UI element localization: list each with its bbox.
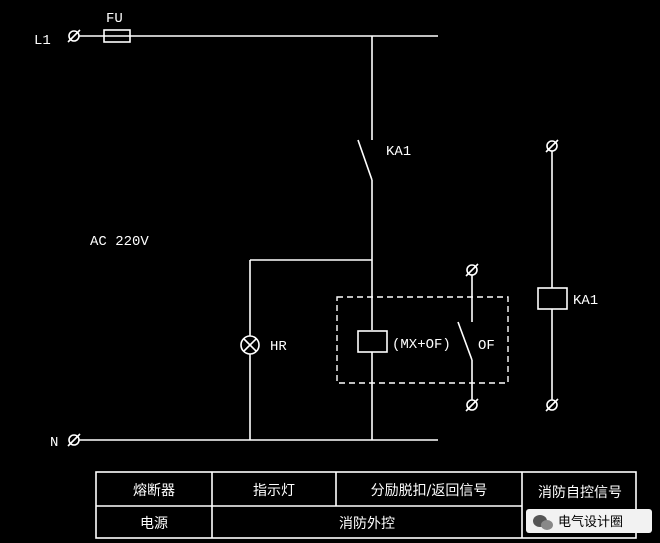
table-cell-fire-external: 消防外控 xyxy=(339,516,395,532)
watermark-text: 电气设计圈 xyxy=(558,514,623,530)
watermark: 电气设计圈 xyxy=(526,509,652,533)
fu-label: FU xyxy=(106,11,123,27)
breaker-enclosure xyxy=(336,296,509,384)
lamp-icon xyxy=(240,335,260,355)
of-terminal-top xyxy=(465,263,479,277)
ka1-contact xyxy=(357,139,373,181)
n-label: N xyxy=(50,435,58,451)
ka1-coil-label: KA1 xyxy=(573,293,598,309)
n-terminal xyxy=(67,433,81,447)
ka1-terminal-top xyxy=(545,139,559,153)
hr-label: HR xyxy=(270,339,287,355)
wechat-icon xyxy=(533,515,553,530)
of-label: OF xyxy=(478,338,495,354)
legend-table xyxy=(95,471,637,539)
table-cell-indicator: 指示灯 xyxy=(253,483,295,499)
ka1-terminal-bottom xyxy=(545,398,559,412)
l1-terminal xyxy=(67,29,81,43)
mx-coil xyxy=(357,330,388,353)
of-contact xyxy=(457,321,473,361)
of-terminal-bottom xyxy=(465,398,479,412)
ka1-contact-label: KA1 xyxy=(386,144,411,160)
table-cell-fuse: 熔断器 xyxy=(133,483,175,499)
table-cell-power: 电源 xyxy=(140,516,168,532)
table-cell-fire-auto: 消防自控信号 xyxy=(538,485,622,501)
ac-label: AC 220V xyxy=(90,234,149,250)
fuse xyxy=(103,29,131,43)
mx-label: (MX+OF) xyxy=(392,337,451,353)
table-cell-shunt-trip: 分励脱扣/返回信号 xyxy=(371,483,488,499)
ka1-coil xyxy=(537,287,568,310)
l1-label: L1 xyxy=(34,33,51,49)
